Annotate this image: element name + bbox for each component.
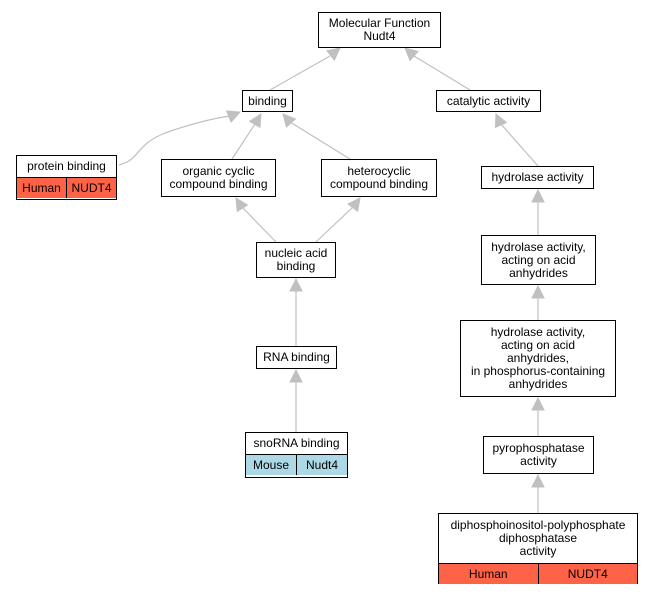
node-rna-binding[interactable]: RNA binding bbox=[256, 346, 337, 369]
node-label: hydrolase activity, acting on acid anhyd… bbox=[491, 239, 586, 280]
node-label: protein binding bbox=[27, 159, 106, 173]
node-hydrolase-activity[interactable]: hydrolase activity bbox=[481, 166, 594, 189]
edge-pyro-to-phos-arrowhead bbox=[531, 396, 545, 411]
node-molecular-function[interactable]: Molecular Function Nudt4 bbox=[318, 12, 441, 48]
edge-heterocyclic-to-binding bbox=[289, 121, 351, 160]
node-pyrophosphatase-activity[interactable]: pyrophosphatase activity bbox=[483, 436, 594, 474]
edge-binding-to-mf-arrowhead bbox=[325, 47, 341, 62]
edge-rna-to-nucleic-arrowhead bbox=[289, 277, 303, 292]
node-diphosphoinositol-polyphosphate-diphosphatase[interactable]: diphosphoinositol-polyphosphate diphosph… bbox=[438, 513, 638, 584]
edge-nucleic-to-organic-arrowhead bbox=[235, 197, 249, 213]
gene-cell: Nudt4 bbox=[296, 455, 347, 475]
node-snorna-binding[interactable]: snoRNA binding Mouse Nudt4 bbox=[245, 432, 348, 478]
node-label: Molecular Function Nudt4 bbox=[328, 16, 431, 43]
node-hydrolase-phosphorus-anhydrides[interactable]: hydrolase activity, acting on acid anhyd… bbox=[460, 320, 616, 397]
edge-organic-to-binding bbox=[231, 123, 256, 160]
node-label: snoRNA binding bbox=[253, 436, 340, 450]
node-label: catalytic activity bbox=[446, 93, 531, 108]
node-protein-binding[interactable]: protein binding Human NUDT4 bbox=[16, 155, 117, 200]
edge-phos-to-hydrolase-acid-arrowhead bbox=[531, 284, 545, 299]
node-label: heterocyclic compound binding bbox=[329, 164, 429, 191]
edge-protein-binding-to-binding bbox=[118, 115, 231, 166]
edge-protein-binding-to-binding-arrowhead bbox=[225, 110, 242, 123]
node-label: diphosphoinositol-polyphosphate diphosph… bbox=[450, 518, 626, 558]
edge-nucleic-to-organic bbox=[240, 205, 277, 243]
node-label: organic cyclic compound binding bbox=[169, 164, 268, 191]
node-organic-cyclic-compound-binding[interactable]: organic cyclic compound binding bbox=[161, 159, 276, 197]
edge-nucleic-to-heterocyclic-arrowhead bbox=[347, 197, 361, 213]
edge-heterocyclic-to-binding-arrowhead bbox=[282, 113, 297, 128]
node-nucleic-acid-binding[interactable]: nucleic acid binding bbox=[256, 242, 336, 278]
node-binding[interactable]: binding bbox=[242, 90, 293, 112]
node-label: hydrolase activity bbox=[491, 170, 584, 184]
node-hydrolase-acid-anhydrides[interactable]: hydrolase activity, acting on acid anhyd… bbox=[481, 235, 596, 285]
species-cell: Human bbox=[439, 564, 538, 584]
node-label: RNA binding bbox=[263, 350, 330, 364]
node-heterocyclic-compound-binding[interactable]: heterocyclic compound binding bbox=[321, 159, 437, 197]
gene-cell: NUDT4 bbox=[66, 178, 116, 198]
edge-group bbox=[118, 47, 545, 513]
species-cell: Mouse bbox=[246, 455, 296, 475]
edge-hydrolase-to-catalytic-arrowhead bbox=[494, 112, 508, 129]
annotation-row: Mouse Nudt4 bbox=[246, 454, 347, 475]
edge-hydrolase-acid-to-hydrolase-arrowhead bbox=[531, 188, 545, 203]
edge-organic-to-binding-arrowhead bbox=[248, 113, 262, 129]
edge-binding-to-mf bbox=[269, 55, 331, 91]
node-label: nucleic acid binding bbox=[264, 246, 328, 273]
node-catalytic-activity[interactable]: catalytic activity bbox=[436, 90, 541, 112]
gene-cell: NUDT4 bbox=[537, 564, 637, 584]
edge-nucleic-to-heterocyclic bbox=[315, 205, 355, 243]
node-label: hydrolase activity, acting on acid anhyd… bbox=[470, 325, 606, 391]
annotation-row: Human NUDT4 bbox=[439, 563, 637, 584]
edge-hydrolase-to-catalytic bbox=[499, 122, 539, 167]
node-label: pyrophosphatase activity bbox=[492, 441, 585, 468]
edge-catalytic-to-mf-arrowhead bbox=[404, 47, 419, 62]
node-label: binding bbox=[248, 93, 287, 108]
edge-catalytic-to-mf bbox=[413, 55, 471, 91]
annotation-row: Human NUDT4 bbox=[17, 177, 116, 198]
edge-diphospho-to-pyro-arrowhead bbox=[531, 473, 545, 488]
edge-snorna-to-rna-arrowhead bbox=[289, 368, 303, 383]
species-cell: Human bbox=[17, 178, 66, 198]
